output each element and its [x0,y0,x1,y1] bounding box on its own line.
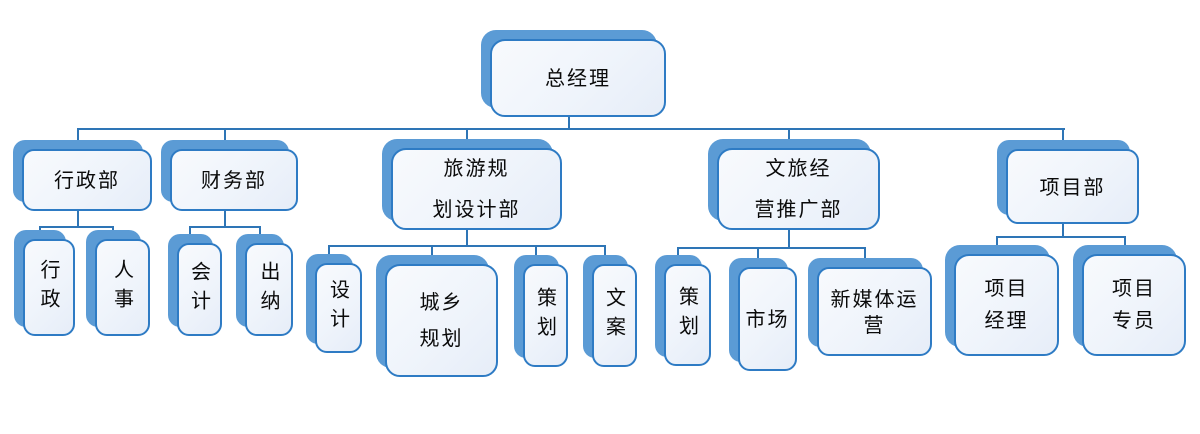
node-box: 会计 [177,243,222,336]
connector-line [189,228,191,235]
node-label: 策划 [675,286,700,344]
connector-line [189,226,261,228]
connector-line [568,117,570,128]
node-box: 项目 专员 [1082,254,1186,356]
node-label: 城乡 规划 [419,289,464,350]
node-box: 项目部 [1006,149,1139,224]
node-label: 策划 [533,286,558,345]
connector-line [224,211,226,226]
connector-line [788,230,790,247]
node-box: 总经理 [490,39,666,117]
org-node-design[interactable]: 设计 [306,254,362,353]
connector-line [77,211,79,226]
node-box: 文旅经 营推广部 [717,148,880,230]
node-label: 新媒体运 营 [830,286,919,337]
node-label: 行政部 [54,168,120,192]
connector-line [677,249,679,256]
org-node-urban-rural[interactable]: 城乡 规划 [376,255,498,377]
connector-line [677,247,866,249]
node-box: 新媒体运 营 [817,267,932,356]
org-node-culture-dept[interactable]: 文旅经 营推广部 [708,139,880,230]
node-box: 设计 [315,263,362,353]
org-node-planning-culture[interactable]: 策划 [655,255,711,366]
org-node-new-media[interactable]: 新媒体运 营 [808,258,932,356]
org-node-copywriting[interactable]: 文案 [583,255,637,367]
org-node-project-manager[interactable]: 项目 经理 [945,245,1059,356]
node-box: 项目 经理 [954,254,1059,356]
connector-line [77,130,79,140]
node-box: 财务部 [170,149,298,211]
node-box: 旅游规 划设计部 [391,148,562,230]
node-label: 总经理 [545,66,611,90]
node-label: 文案 [602,286,627,345]
org-node-tourism-dept[interactable]: 旅游规 划设计部 [382,139,562,230]
connector-line [1124,238,1126,246]
node-label: 会计 [187,260,212,319]
org-node-ceo[interactable]: 总经理 [481,30,666,117]
node-label: 项目 专员 [1112,276,1156,332]
connector-line [1062,224,1064,236]
org-node-admin[interactable]: 行政 [14,230,75,336]
org-node-market[interactable]: 市场 [729,258,797,371]
connector-line [996,236,1126,238]
node-label: 文旅经 营推广部 [754,156,843,221]
node-box: 行政 [23,239,75,336]
org-node-finance-dept[interactable]: 财务部 [161,140,298,211]
node-label: 项目部 [1039,174,1106,199]
connector-line [535,247,537,256]
org-node-cashier[interactable]: 出纳 [236,234,293,336]
node-label: 出纳 [257,260,281,319]
connector-line [996,238,998,246]
org-node-hr[interactable]: 人事 [86,230,150,336]
connector-line [1062,130,1064,140]
node-label: 旅游规 划设计部 [432,156,521,221]
connector-line [224,130,226,140]
node-label: 项目 经理 [984,276,1029,332]
node-box: 人事 [95,239,150,336]
connector-line [757,249,759,259]
node-box: 策划 [664,264,711,366]
connector-line [604,247,606,256]
connector-line [77,128,1065,130]
connector-line [259,228,261,235]
node-box: 文案 [592,264,637,367]
connector-line [788,130,790,139]
org-node-admin-dept[interactable]: 行政部 [13,140,152,211]
node-box: 策划 [523,264,568,367]
node-label: 人事 [110,258,135,317]
node-box: 市场 [738,267,797,371]
connector-line [466,230,468,245]
connector-line [466,130,468,139]
org-node-accounting[interactable]: 会计 [168,234,222,336]
node-box: 城乡 规划 [385,264,498,377]
org-node-project-specialist[interactable]: 项目 专员 [1073,245,1186,356]
connector-line [864,249,866,259]
node-box: 出纳 [245,243,293,336]
org-node-planning-tourism[interactable]: 策划 [514,255,568,367]
connector-line [431,247,433,256]
connector-line [328,245,606,247]
org-node-project-dept[interactable]: 项目部 [997,140,1139,224]
connector-line [328,247,330,255]
node-box: 行政部 [22,149,152,211]
node-label: 财务部 [201,168,267,192]
connector-line [39,226,114,228]
node-label: 行政 [37,258,61,317]
node-label: 市场 [745,307,790,331]
node-label: 设计 [326,279,351,337]
